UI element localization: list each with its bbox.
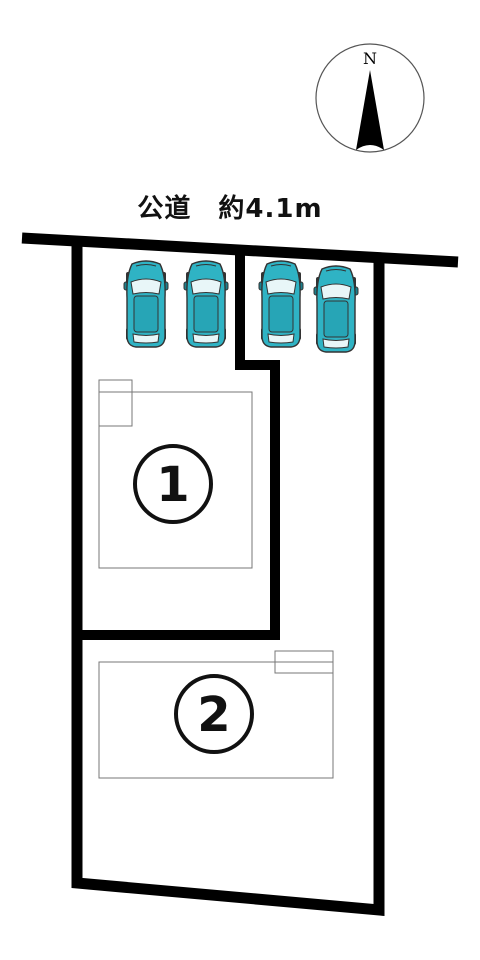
lot-divider — [77, 248, 280, 640]
north-arrow-icon: N — [315, 43, 425, 153]
car-icon — [123, 260, 169, 348]
car-icon — [258, 260, 304, 348]
lot-2-number: 2 — [174, 674, 254, 754]
road-label: 公道 約4.1m — [137, 194, 323, 224]
north-label: N — [363, 49, 377, 68]
building-footprint-1 — [98, 379, 253, 569]
car-icon — [313, 265, 359, 353]
lot-1-label: 1 — [156, 457, 189, 513]
site-boundary — [71, 240, 385, 917]
lot-1-number: 1 — [133, 444, 213, 524]
building-footprint-2 — [98, 650, 334, 779]
lot-2-label: 2 — [197, 687, 230, 743]
car-icon — [183, 260, 229, 348]
